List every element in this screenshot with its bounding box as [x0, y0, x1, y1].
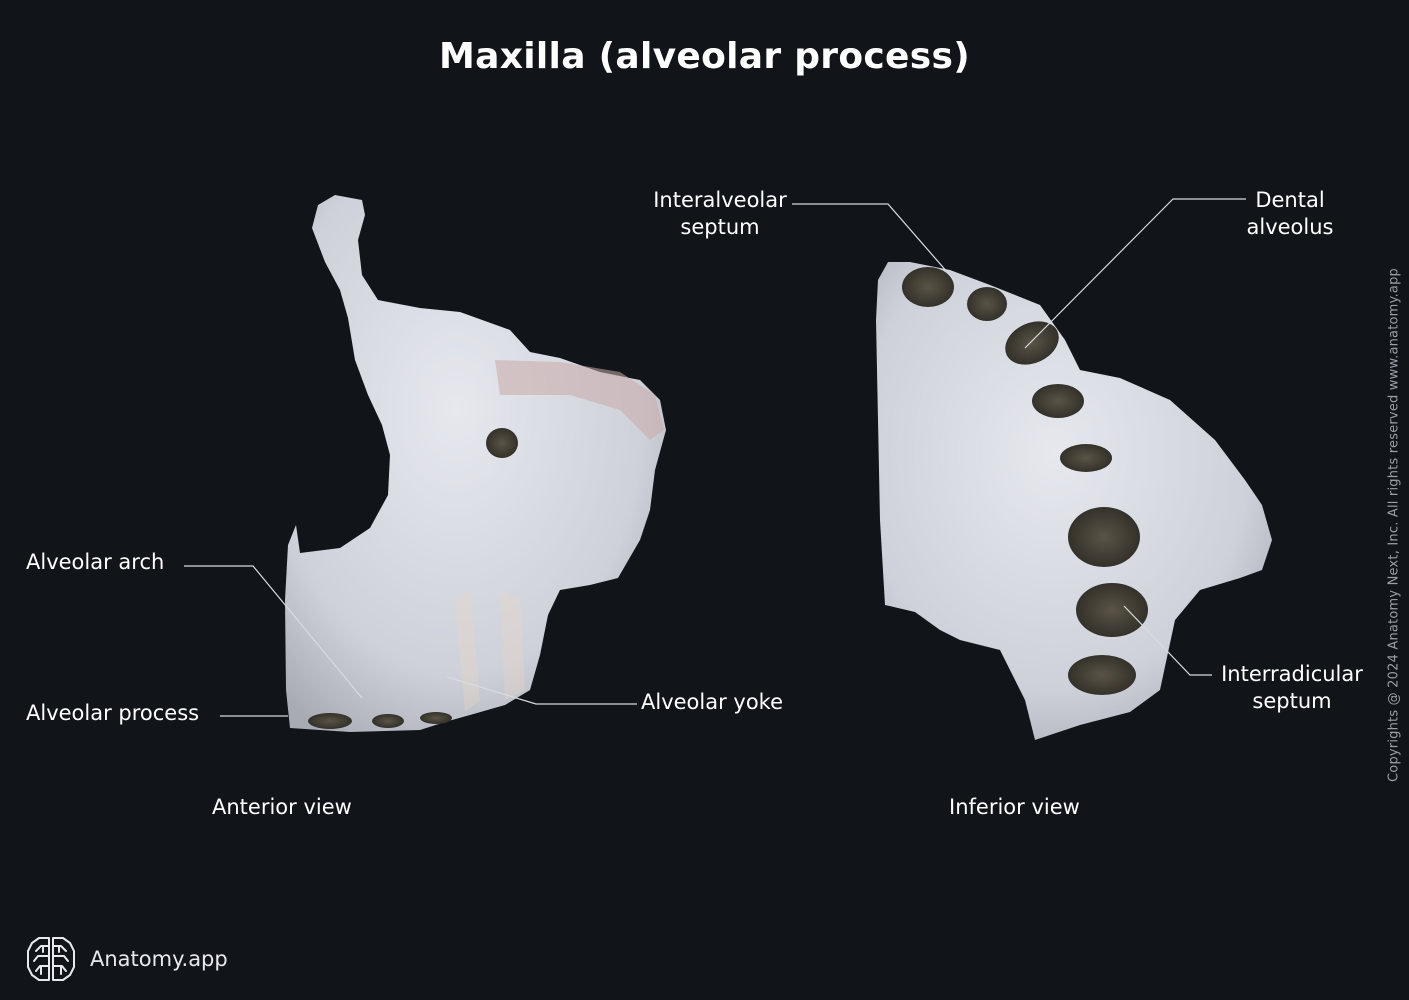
maxilla-anterior-view [285, 195, 666, 732]
label-alveolar-yoke: Alveolar yoke [641, 690, 784, 714]
copyright-notice: Copyrights @ 2024 Anatomy Next, Inc. All… [1386, 268, 1402, 782]
caption-inferior-view: Inferior view [949, 795, 1080, 819]
label-interradicular-septum: Interradicular septum [1221, 662, 1363, 713]
caption-anterior-view: Anterior view [212, 795, 352, 819]
label-dental-alveolus: Dental alveolus [1246, 188, 1334, 239]
label-alveolar-arch: Alveolar arch [26, 550, 165, 574]
maxilla-inferior-view [876, 262, 1272, 740]
label-interalveolar-septum: Interalveolar septum [653, 188, 787, 239]
leader-interradicular-septum [1123, 605, 1212, 676]
page-title: Maxilla (alveolar process) [439, 36, 970, 77]
brain-icon [27, 937, 75, 981]
leader-interalveolar-septum [792, 203, 956, 282]
leader-dental-alveolus [1024, 198, 1246, 349]
leader-alveolar-arch [184, 565, 363, 699]
brand-logo[interactable]: Anatomy.app [24, 934, 228, 984]
label-alveolar-process: Alveolar process [26, 701, 200, 725]
leader-lines [184, 198, 1246, 717]
leader-alveolar-yoke [446, 676, 637, 705]
brand-name: Anatomy.app [90, 947, 228, 971]
